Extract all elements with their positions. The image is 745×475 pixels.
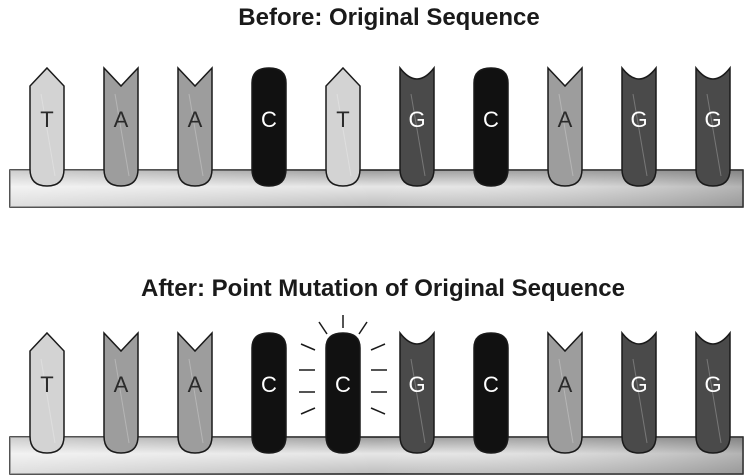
base-letter: T	[40, 107, 53, 132]
base-shape	[29, 66, 65, 187]
panel-after: After: Point Mutation of Original Sequen…	[9, 275, 744, 475]
base-shape	[547, 331, 583, 454]
base-a-before-8: A	[547, 66, 583, 187]
base-sheen	[706, 93, 722, 177]
base-letter: C	[261, 107, 277, 132]
base-letter: G	[408, 107, 425, 132]
base-letter: A	[114, 372, 129, 397]
base-a-after-3: A	[177, 331, 213, 454]
base-c-after-5: C	[325, 332, 361, 454]
base-letter: A	[188, 372, 203, 397]
base-shape	[399, 330, 435, 454]
base-sheen	[632, 93, 648, 177]
base-shape	[695, 330, 731, 454]
base-a-before-2: A	[103, 66, 139, 187]
base-sheen	[558, 358, 574, 444]
base-g-after-6: G	[399, 330, 435, 454]
base-shape	[29, 331, 65, 454]
base-sheen	[114, 358, 130, 444]
base-sheen	[558, 93, 574, 177]
base-letter: C	[261, 372, 277, 397]
base-letter: A	[558, 107, 573, 132]
base-sheen	[632, 358, 648, 444]
base-shape	[473, 67, 509, 187]
mutation-highlight-rays	[299, 315, 387, 415]
base-shape	[103, 66, 139, 187]
base-shape	[621, 65, 657, 187]
base-sheen	[706, 358, 722, 444]
base-letter: G	[704, 372, 721, 397]
base-a-after-2: A	[103, 331, 139, 454]
base-letter: G	[704, 107, 721, 132]
base-shape	[399, 65, 435, 187]
base-shape	[325, 332, 361, 454]
base-letter: C	[483, 372, 499, 397]
base-sheen	[410, 93, 426, 177]
base-t-before-5: T	[325, 66, 361, 187]
base-c-before-7: C	[473, 67, 509, 187]
base-shape	[325, 66, 361, 187]
base-sheen	[410, 358, 426, 444]
base-letter: G	[630, 372, 647, 397]
base-letter: T	[336, 107, 349, 132]
base-shape	[251, 332, 287, 454]
base-g-before-9: G	[621, 65, 657, 187]
base-g-before-10: G	[695, 65, 731, 187]
base-letter: C	[483, 107, 499, 132]
base-sheen	[114, 93, 130, 177]
base-letter: T	[40, 372, 53, 397]
base-sheen	[188, 93, 204, 177]
base-a-before-3: A	[177, 66, 213, 187]
base-t-before-1: T	[29, 66, 65, 187]
base-c-after-4: C	[251, 332, 287, 454]
base-g-after-10: G	[695, 330, 731, 454]
base-letter: G	[630, 107, 647, 132]
base-g-before-6: G	[399, 65, 435, 187]
base-sheen	[40, 358, 56, 444]
mutation-ray	[300, 343, 316, 351]
base-letter: A	[188, 107, 203, 132]
base-sheen	[336, 93, 352, 177]
base-shape	[695, 65, 731, 187]
mutation-ray	[318, 321, 328, 335]
mutation-ray	[370, 343, 386, 351]
base-shape	[621, 330, 657, 454]
base-t-after-1: T	[29, 331, 65, 454]
base-letter: A	[558, 372, 573, 397]
base-letter: G	[408, 372, 425, 397]
base-g-after-9: G	[621, 330, 657, 454]
base-c-after-7: C	[473, 332, 509, 454]
base-sheen	[188, 358, 204, 444]
mutation-ray	[370, 407, 386, 415]
base-shape	[177, 331, 213, 454]
base-letter: A	[114, 107, 129, 132]
mutation-ray	[358, 321, 368, 335]
base-c-before-4: C	[251, 67, 287, 187]
base-shape	[547, 66, 583, 187]
base-letter: C	[335, 372, 351, 397]
panel-title-after: After: Point Mutation of Original Sequen…	[141, 275, 625, 302]
base-shape	[177, 66, 213, 187]
mutation-ray	[300, 407, 316, 415]
base-shape	[103, 331, 139, 454]
panel-before: Before: Original Sequence T A A C T G C A G G	[9, 4, 744, 208]
base-shape	[251, 67, 287, 187]
base-shape	[473, 332, 509, 454]
base-a-after-8: A	[547, 331, 583, 454]
base-sheen	[40, 93, 56, 177]
panel-title-before: Before: Original Sequence	[238, 4, 539, 31]
